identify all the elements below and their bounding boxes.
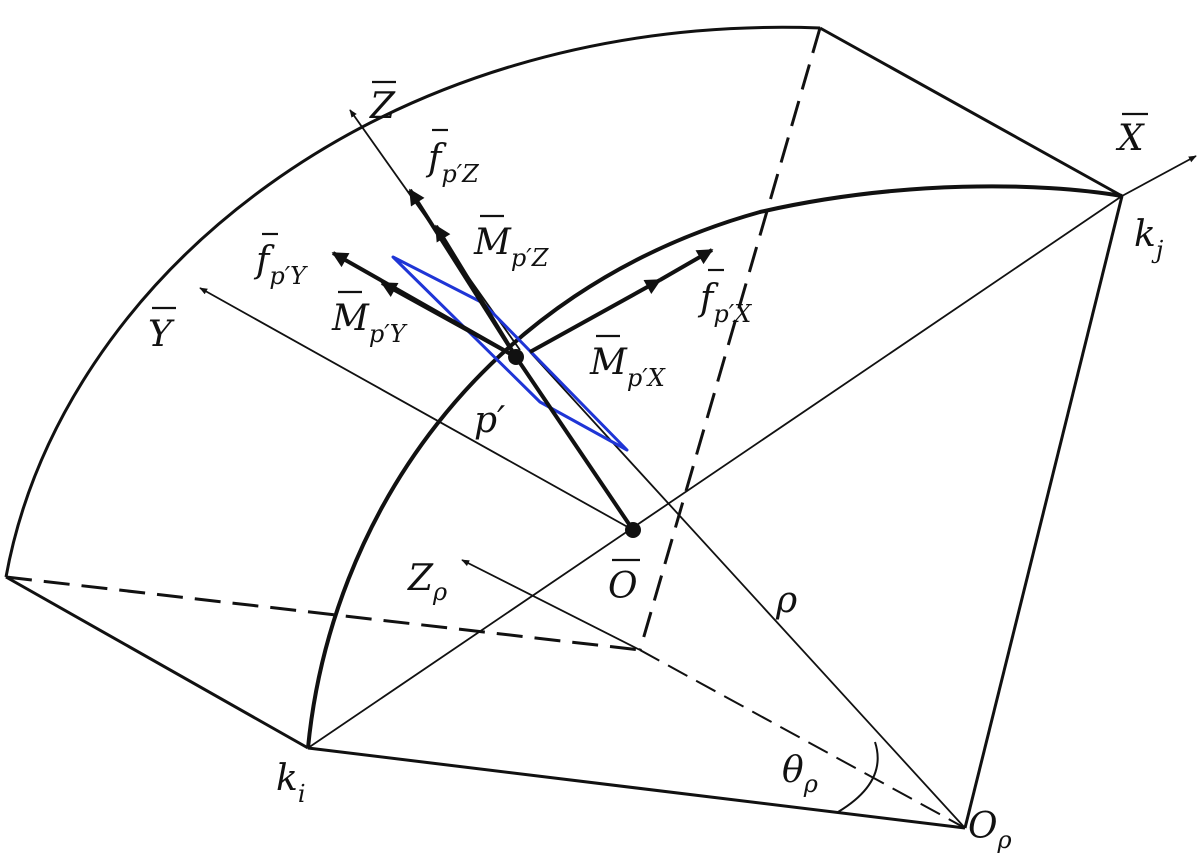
- label-f-p-y-text: fp′Y: [253, 240, 308, 290]
- label-theta-rho-sub: ρ: [803, 770, 818, 798]
- o-bar-to-p-line: [514, 355, 635, 532]
- label-z-rho-base: Z: [407, 558, 434, 599]
- outer-top-edge: [819, 26, 1123, 198]
- m-p-x-arrow: [529, 278, 662, 354]
- m-p-z-arrow: [434, 224, 518, 359]
- label-m-p-z: Mp′Z: [473, 214, 550, 272]
- label-m-p-z-base: M: [473, 222, 512, 263]
- label-m-p-y-text: Mp′Y: [331, 298, 408, 348]
- f-p-x-arrow: [659, 248, 714, 282]
- label-o-rho-base: O: [968, 806, 998, 847]
- point-o-bar: [625, 522, 641, 538]
- label-m-p-y-base: M: [331, 298, 370, 339]
- label-o-bar-text: O: [608, 566, 638, 607]
- label-o-bar: O: [608, 558, 640, 607]
- label-m-p-y: Mp′Y: [331, 290, 408, 348]
- right-edge: [963, 195, 1124, 829]
- inner-arc: [306, 184, 1123, 749]
- label-k-j: kj: [1134, 214, 1164, 264]
- label-f-p-x-sub: p′X: [713, 300, 752, 328]
- outer-left-edge: [5, 575, 309, 750]
- segment-outline: [4, 25, 1124, 830]
- cross-section-element: [391, 255, 629, 452]
- label-o-rho: Oρ: [968, 806, 1012, 854]
- label-z-rho-sub: ρ: [432, 578, 447, 606]
- label-f-p-z-sub: p′Z: [441, 160, 480, 188]
- label-f-p-y-sub: p′Y: [269, 262, 308, 290]
- construction-lines: [307, 195, 1123, 829]
- label-x-bar-text: X: [1115, 118, 1145, 159]
- label-f-p-z-text: fp′Z: [425, 138, 480, 188]
- label-z-bar: Z: [369, 80, 396, 127]
- label-m-p-x-sub: p′X: [627, 364, 666, 392]
- hidden-edge-bottom: [5, 575, 641, 652]
- label-f-p-x-text: fp′X: [697, 278, 752, 328]
- label-m-p-x-text: Mp′X: [589, 342, 666, 392]
- outer-arc: [4, 25, 821, 578]
- label-z-rho: Zρ: [407, 558, 447, 606]
- hidden-edge-vertical: [638, 27, 822, 651]
- label-y-bar-text: Y: [148, 314, 175, 355]
- hidden-edge-to-origin: [639, 649, 966, 829]
- label-m-p-z-sub: p′Z: [511, 244, 550, 272]
- label-y-bar: Y: [148, 306, 176, 355]
- z-rho-axis: [461, 559, 641, 651]
- m-p-y-arrow: [380, 281, 517, 359]
- label-k-j-base: k: [1134, 214, 1156, 255]
- x-bar-axis: [1121, 155, 1197, 197]
- label-theta-rho: θρ: [782, 750, 818, 798]
- rho-radius-line: [529, 351, 966, 829]
- label-p-prime: p′: [474, 400, 505, 441]
- label-theta-rho-base: θ: [782, 750, 804, 791]
- theta-angle-arc: [837, 741, 879, 813]
- label-z-bar-text: Z: [369, 86, 396, 127]
- label-k-i-base: k: [276, 758, 298, 799]
- bottom-edge: [307, 746, 966, 830]
- label-k-i: ki: [276, 758, 306, 808]
- label-m-p-x-base: M: [589, 342, 628, 383]
- label-m-p-y-sub: p′Y: [369, 320, 408, 348]
- label-o-rho-sub: ρ: [997, 826, 1012, 854]
- label-k-i-sub: i: [298, 780, 306, 808]
- point-p-prime: [508, 349, 524, 365]
- label-f-p-x: fp′X: [697, 268, 752, 328]
- label-m-p-x: Mp′X: [589, 334, 666, 392]
- label-f-p-y: fp′Y: [253, 232, 308, 290]
- chord-ki-kj: [307, 195, 1123, 749]
- force-vectors: [331, 188, 714, 532]
- label-m-p-z-text: Mp′Z: [473, 222, 550, 272]
- label-f-p-z: fp′Z: [425, 128, 480, 188]
- label-x-bar: X: [1115, 112, 1148, 159]
- axes: [199, 109, 1197, 651]
- y-bar-axis: [199, 287, 634, 531]
- label-rho: ρ: [775, 580, 797, 621]
